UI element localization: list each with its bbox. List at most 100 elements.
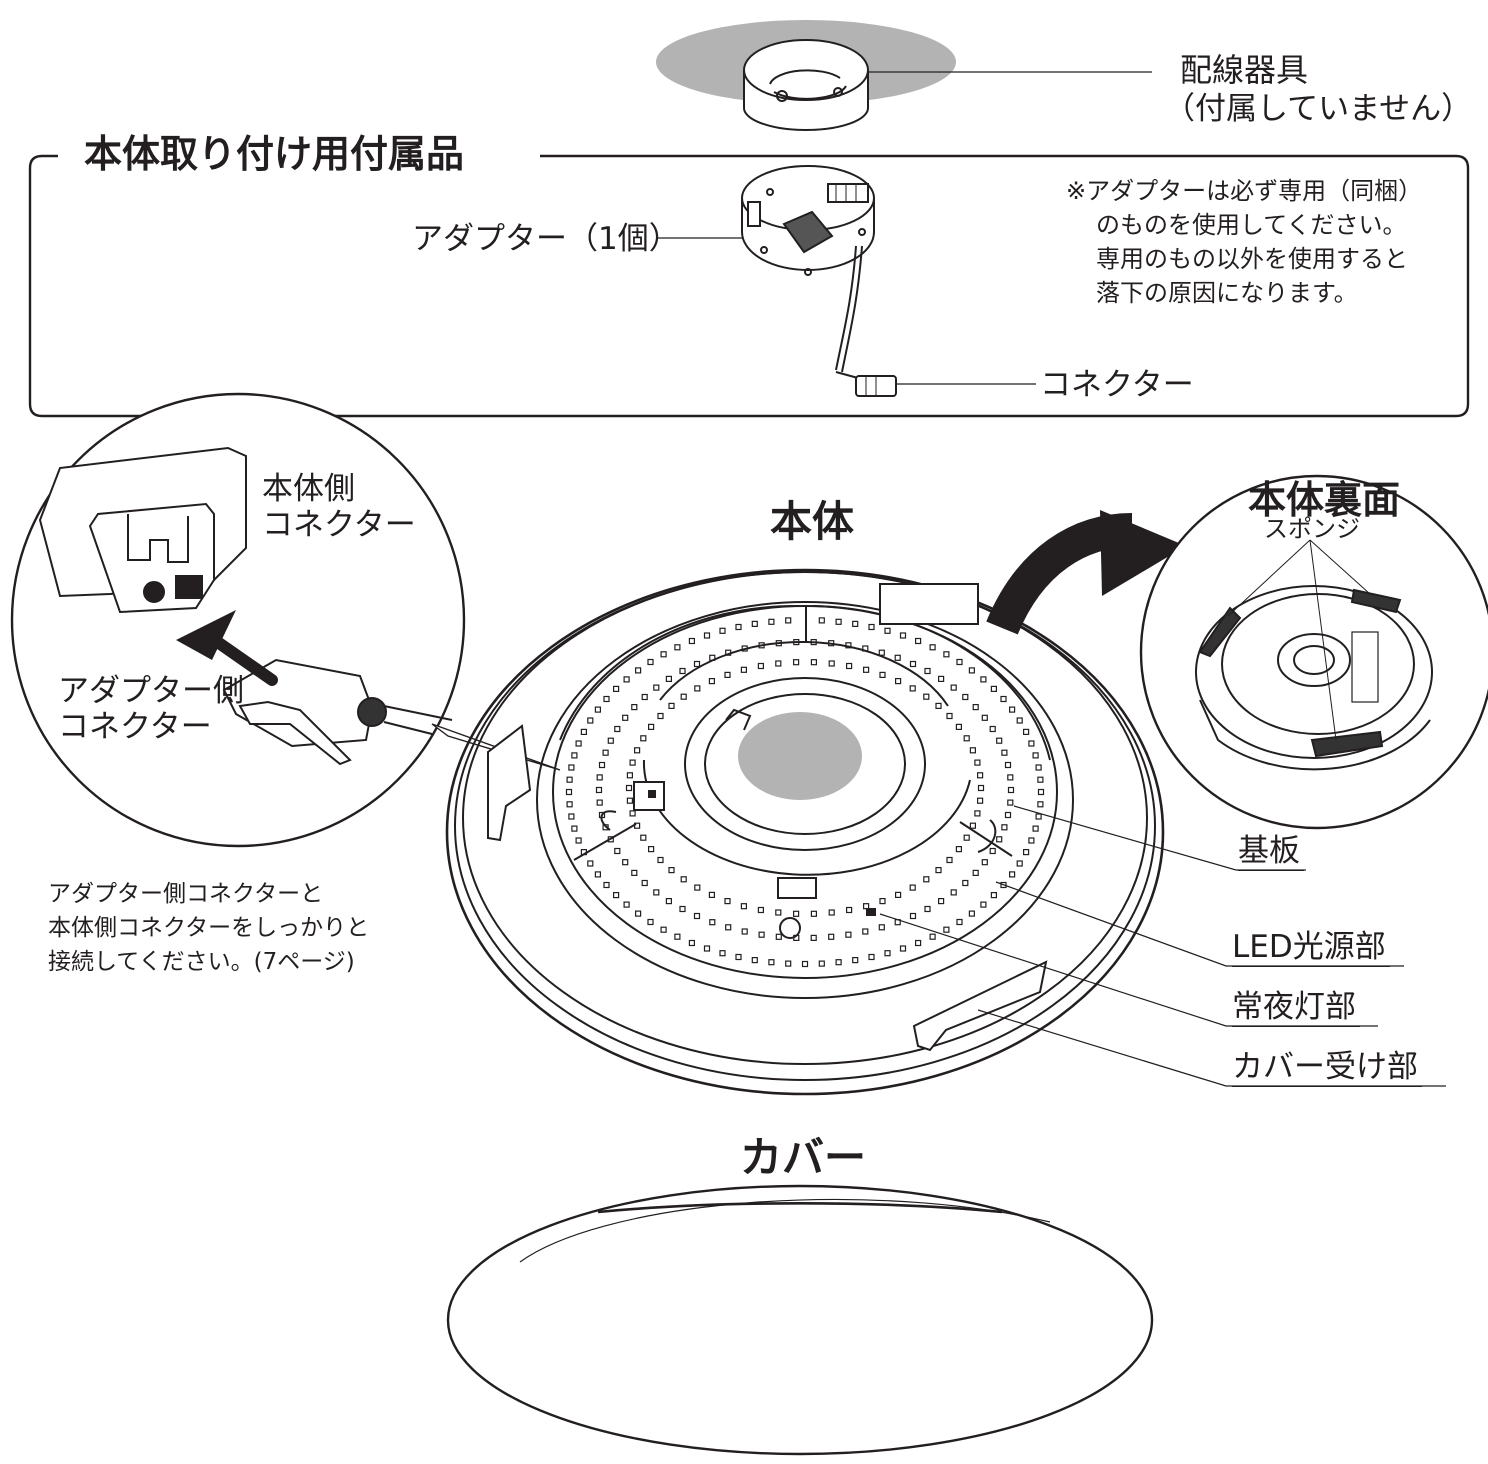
led-dot bbox=[878, 924, 885, 931]
led-dot bbox=[775, 660, 782, 667]
led-dot bbox=[575, 837, 582, 844]
connector-closeup bbox=[10, 392, 466, 848]
led-dot bbox=[708, 677, 716, 685]
led-dot bbox=[937, 897, 945, 905]
led-dot bbox=[657, 712, 664, 720]
connector-label: コネクター bbox=[1040, 367, 1194, 403]
led-dot bbox=[981, 859, 988, 866]
led-dot bbox=[943, 651, 950, 658]
cover-illustration bbox=[446, 1184, 1154, 1456]
led-dot bbox=[768, 959, 775, 966]
led-dot bbox=[868, 953, 875, 961]
led-dot bbox=[580, 848, 588, 856]
led-dot bbox=[596, 799, 603, 806]
led-dot bbox=[1022, 848, 1030, 856]
led-source-label: LED光源部 bbox=[1232, 928, 1390, 967]
led-dot bbox=[724, 671, 731, 679]
led-dot bbox=[623, 901, 630, 908]
led-dot bbox=[640, 735, 647, 742]
led-dot bbox=[879, 671, 886, 679]
led-dot bbox=[725, 924, 732, 931]
led-dot bbox=[598, 761, 606, 769]
led-dot bbox=[923, 876, 930, 883]
led-dot bbox=[937, 675, 945, 683]
led-dot bbox=[845, 931, 852, 938]
led-dot bbox=[741, 645, 748, 652]
led-dots bbox=[565, 617, 1045, 968]
led-dot bbox=[647, 845, 655, 853]
led-dot bbox=[828, 640, 835, 647]
led-dot bbox=[996, 836, 1003, 843]
led-dot bbox=[641, 879, 648, 887]
led-dot bbox=[623, 676, 630, 683]
led-dot bbox=[924, 667, 931, 675]
led-dot bbox=[680, 876, 687, 883]
led-dot bbox=[862, 903, 870, 910]
led-dot bbox=[899, 632, 907, 639]
led-dot bbox=[1008, 706, 1016, 713]
led-dot bbox=[757, 662, 765, 670]
led-dot bbox=[602, 749, 609, 756]
led-dot bbox=[657, 856, 664, 864]
led-dot bbox=[647, 723, 655, 731]
led-dot bbox=[640, 834, 647, 841]
led-dot bbox=[792, 659, 800, 666]
led-dot bbox=[703, 945, 711, 952]
led-dot bbox=[810, 910, 818, 917]
led-dot bbox=[1037, 776, 1044, 783]
led-dot bbox=[1000, 695, 1007, 703]
led-dot bbox=[719, 950, 726, 957]
led-dot bbox=[566, 801, 573, 808]
accessories-frame bbox=[28, 154, 1470, 418]
led-dot bbox=[626, 797, 634, 804]
led-dot bbox=[1028, 837, 1035, 844]
led-dot bbox=[1037, 801, 1044, 808]
led-dot bbox=[968, 667, 976, 674]
led-dot bbox=[894, 891, 902, 899]
led-dot bbox=[603, 695, 610, 703]
led-dot bbox=[996, 737, 1003, 744]
led-dot bbox=[810, 659, 818, 666]
led-dot bbox=[862, 928, 869, 935]
led-dot bbox=[1028, 740, 1035, 747]
led-dot bbox=[976, 772, 984, 779]
led-dot bbox=[845, 906, 853, 914]
led-dot bbox=[660, 926, 667, 933]
led-dot bbox=[845, 662, 853, 670]
led-dot bbox=[647, 658, 654, 666]
adapter-note-line-1: ※アダプターは必ず専用（同梱） bbox=[1066, 177, 1423, 205]
led-dot bbox=[884, 950, 891, 957]
led-dot bbox=[565, 788, 573, 796]
led-dot bbox=[968, 910, 976, 917]
led-dot bbox=[612, 891, 620, 899]
cover-receiver-label: カバー受け部 bbox=[1232, 1048, 1422, 1087]
led-dot bbox=[598, 811, 606, 819]
led-dot bbox=[943, 926, 950, 933]
led-dot bbox=[963, 834, 970, 841]
led-dot bbox=[1008, 871, 1016, 878]
led-dot bbox=[665, 675, 673, 683]
led-dot bbox=[879, 897, 886, 905]
led-dot bbox=[614, 847, 621, 855]
adapter-side-connector-line-2: コネクター bbox=[58, 709, 212, 745]
led-dot bbox=[909, 912, 917, 920]
led-dot bbox=[751, 620, 758, 628]
led-dot bbox=[894, 677, 902, 685]
led-dot bbox=[1007, 799, 1014, 806]
led-dot bbox=[775, 909, 782, 916]
led-dot bbox=[751, 956, 758, 964]
accessories-title: 本体取り付け用付属品 bbox=[70, 132, 479, 176]
led-dot bbox=[990, 891, 998, 899]
led-dot bbox=[740, 903, 748, 910]
led-dot bbox=[719, 627, 726, 634]
led-dot bbox=[709, 654, 716, 661]
led-dot bbox=[571, 825, 578, 832]
led-dot bbox=[818, 617, 825, 624]
led-dot bbox=[634, 910, 642, 917]
led-dot bbox=[946, 856, 953, 864]
led-dot bbox=[974, 759, 981, 766]
led-dot bbox=[668, 866, 675, 874]
led-dot bbox=[868, 623, 875, 631]
led-dot bbox=[724, 897, 731, 905]
led-dot bbox=[990, 685, 998, 693]
